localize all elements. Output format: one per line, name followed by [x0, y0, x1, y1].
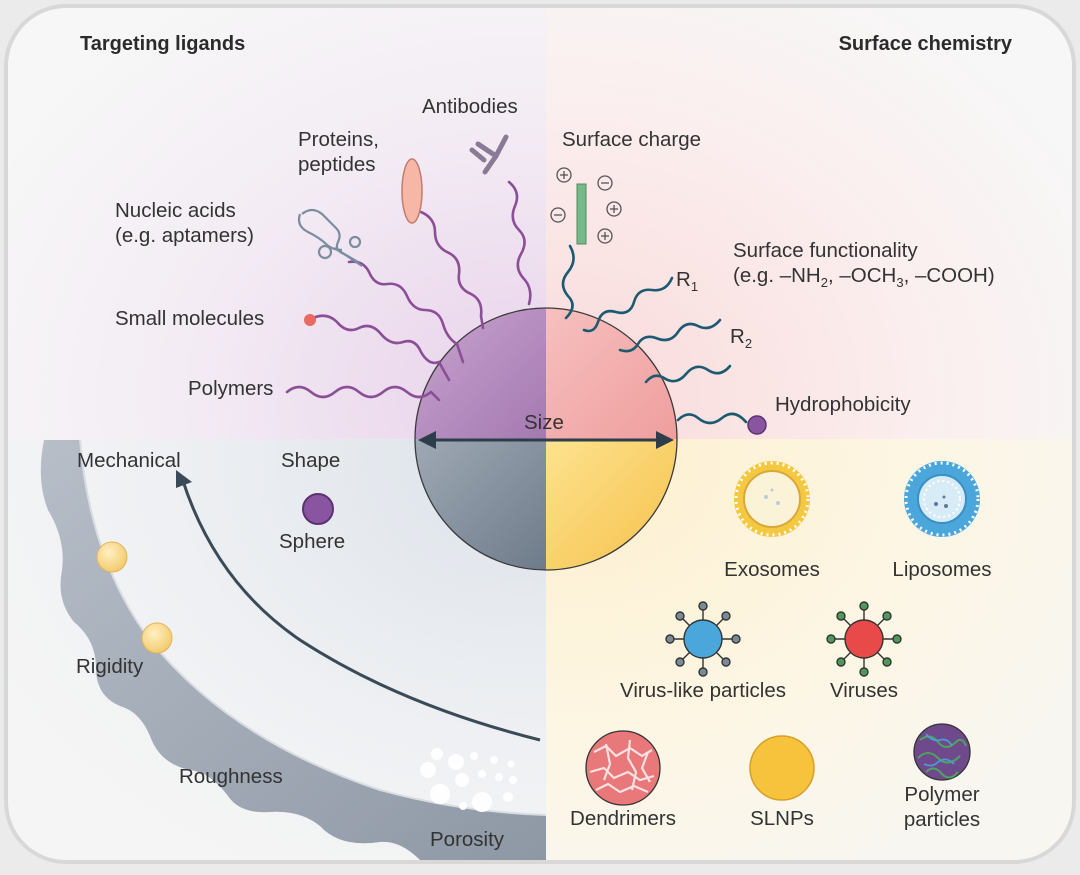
- rigidity-ball-hard: [141, 622, 173, 654]
- antibody-icon: [469, 134, 509, 175]
- label-small-molecules: Small molecules: [115, 307, 265, 330]
- label-slnps: SLNPs: [750, 807, 814, 830]
- label-exosomes: Exosomes: [724, 558, 820, 581]
- polymer-particle-icon: [913, 723, 971, 781]
- label-nucleic-acids-line2: (e.g. aptamers): [115, 224, 254, 247]
- label-r2: R2: [730, 325, 753, 352]
- label-shape: Shape: [281, 449, 341, 472]
- aptamer-icon: [297, 208, 363, 267]
- exosome-icon: [734, 461, 810, 537]
- virus-icon: [826, 601, 902, 677]
- label-mechanical: Mechanical: [77, 449, 181, 472]
- hydrophobic-tail-icon: [747, 415, 767, 435]
- dendrimer-icon: [585, 730, 661, 806]
- label-polymer-particles-line1: Polymer: [904, 783, 980, 806]
- header-targeting-ligands: Targeting ligands: [80, 33, 246, 55]
- label-porosity: Porosity: [430, 828, 505, 851]
- label-surface-charge: Surface charge: [562, 128, 702, 151]
- label-liposomes: Liposomes: [892, 558, 992, 581]
- label-proteins-line2: peptides: [298, 153, 376, 176]
- label-size: Size: [524, 411, 564, 434]
- liposome-icon: [904, 461, 980, 537]
- label-surface-functionality-line1: Surface functionality: [733, 239, 918, 262]
- label-proteins-line1: Proteins,: [298, 128, 379, 151]
- label-dendrimers: Dendrimers: [570, 807, 676, 830]
- label-polymers: Polymers: [188, 377, 274, 400]
- charge-bar: [576, 183, 587, 245]
- small-molecule-icon: [304, 314, 316, 326]
- label-virus-like-particles: Virus-like particles: [620, 679, 786, 702]
- label-roughness: Roughness: [179, 765, 283, 788]
- label-r1: R1: [676, 268, 699, 295]
- sphere-shape-icon: [302, 493, 334, 525]
- label-rigidity: Rigidity: [76, 655, 144, 678]
- label-surface-functionality-line2: (e.g. –NH2, –OCH3, –COOH): [733, 264, 995, 291]
- label-viruses: Viruses: [830, 679, 898, 702]
- virus-like-particle-icon: [665, 601, 741, 677]
- label-antibodies: Antibodies: [422, 95, 518, 118]
- header-surface-chemistry: Surface chemistry: [838, 33, 1012, 55]
- label-sphere: Sphere: [279, 530, 346, 553]
- label-hydrophobicity: Hydrophobicity: [775, 393, 911, 416]
- slnp-icon: [749, 735, 815, 801]
- label-nucleic-acids-line1: Nucleic acids: [115, 199, 236, 222]
- rigidity-ball-soft: [96, 541, 128, 573]
- label-polymer-particles-line2: particles: [903, 808, 981, 831]
- protein-icon: [401, 158, 423, 224]
